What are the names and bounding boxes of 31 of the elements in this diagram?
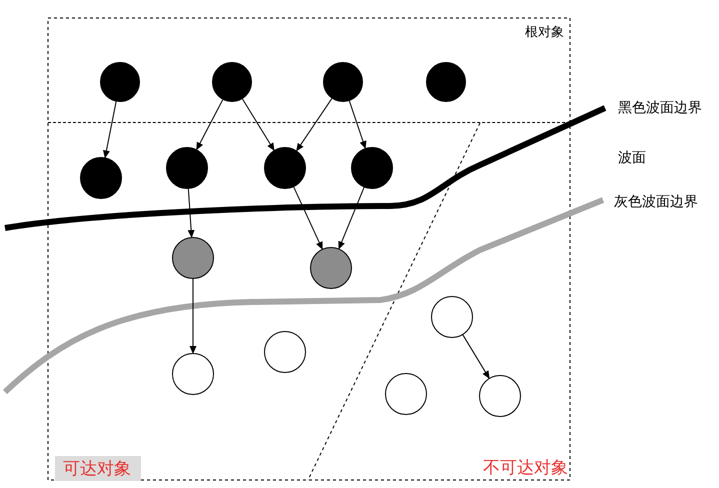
arrow bbox=[348, 100, 366, 150]
object-circle bbox=[264, 147, 306, 189]
object-circle bbox=[172, 353, 214, 395]
region-title: 根对象 bbox=[525, 23, 564, 41]
object-circle bbox=[351, 147, 393, 189]
arrow bbox=[296, 98, 332, 152]
object-circle bbox=[212, 62, 252, 102]
object-circle bbox=[100, 62, 140, 102]
arrow bbox=[103, 101, 117, 158]
object-circle bbox=[80, 157, 122, 199]
region-label: 可达对象 bbox=[55, 456, 141, 481]
object-circle bbox=[426, 62, 466, 102]
object-circle bbox=[431, 296, 473, 338]
object-circle bbox=[166, 147, 208, 189]
arrow bbox=[293, 186, 323, 250]
object-circle bbox=[264, 331, 306, 373]
boundary-label: 黑色波面边界 bbox=[618, 99, 702, 117]
arrow bbox=[338, 186, 365, 250]
object-circle bbox=[172, 237, 214, 279]
object-circle bbox=[323, 62, 363, 102]
object-circle bbox=[310, 247, 352, 289]
region-label: 不可达对象 bbox=[483, 457, 568, 479]
wavefront-label: 波面 bbox=[618, 149, 646, 167]
object-circle bbox=[479, 375, 521, 417]
boundary-label: 灰色波面边界 bbox=[614, 193, 698, 211]
arrow bbox=[462, 334, 490, 379]
object-circle bbox=[385, 373, 427, 415]
arrow bbox=[242, 98, 274, 151]
arrow bbox=[190, 278, 196, 354]
arrow bbox=[188, 188, 195, 238]
arrow bbox=[196, 99, 224, 150]
